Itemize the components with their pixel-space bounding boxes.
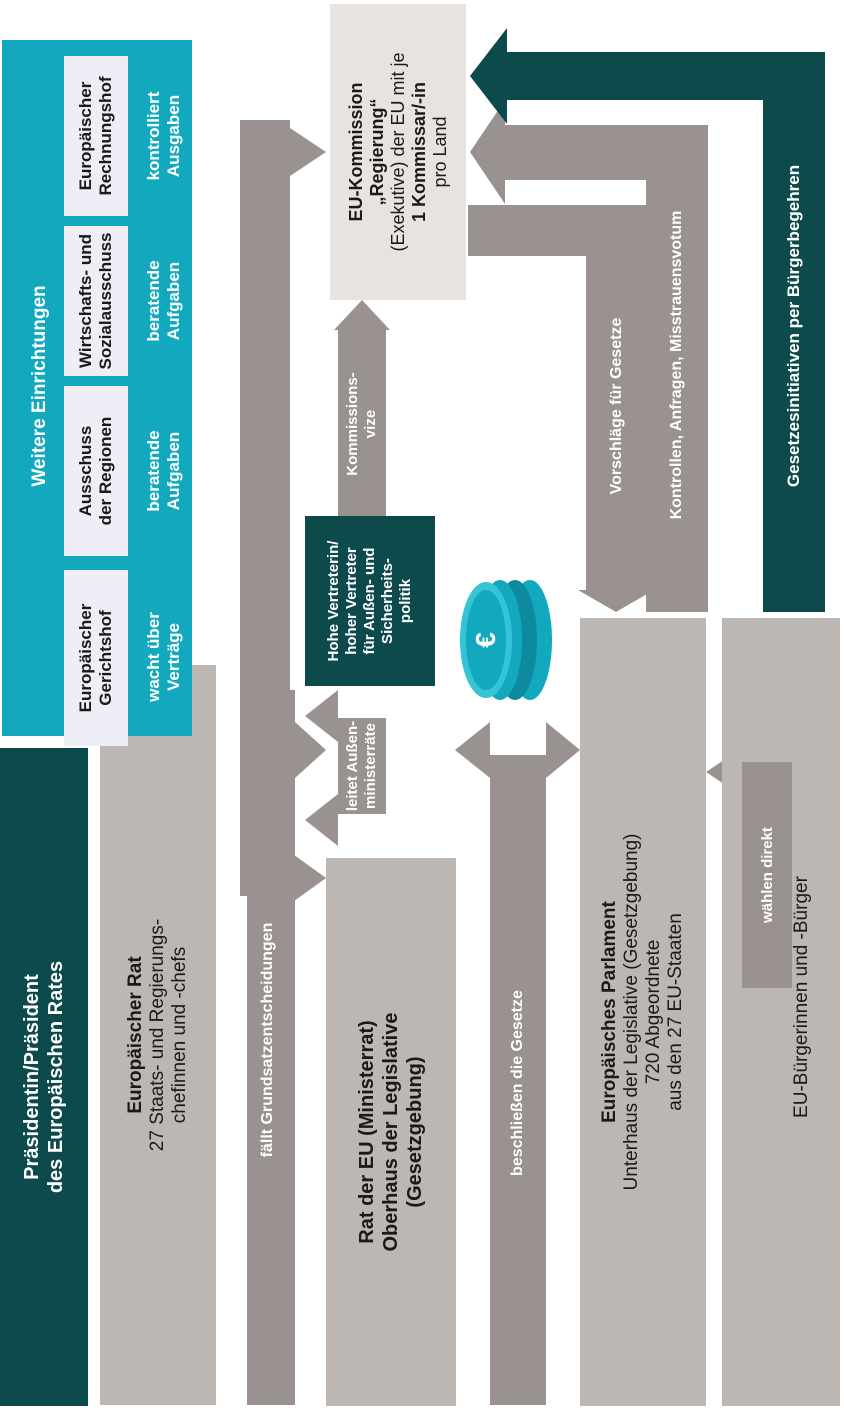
label-grundsatz: fällt Grundsatzentscheidungen [259,922,276,1158]
high-representative-box: Hohe Vertreterin/ hoher Vertreter für Au… [305,516,435,686]
council-eu-line1: Rat der EU (Ministerrat) [356,1020,378,1244]
euro-coin-icon [460,580,552,700]
institution-gerichtshof: Europäischer Gerichtshof [64,570,128,746]
task-regionen: beratende Aufgaben [144,430,183,512]
european-council-box: Europäischer Rat 27 Staats- und Regierun… [100,665,216,1405]
arrow-beschliessen [455,722,580,1405]
commission-sub: „Regierung“ [366,98,387,206]
further-heading: Weitere Einrichtungen [29,285,50,487]
high-rep-line1: Hohe Vertreterin/ [325,540,342,662]
commission-line1: (Exekutive) der EU mit je [387,52,408,252]
high-rep-line2: hoher Vertreter [343,547,360,655]
european-council-title: Europäischer Rat [125,956,146,1114]
president-box: Präsidentin/Präsident des Europäischen R… [0,748,88,1406]
president-line1: Präsidentin/Präsident [21,974,43,1180]
task-gerichtshof: wacht über Verträge [144,612,183,702]
arrow-leitet [305,690,386,846]
citizens-label: EU-Bürgerinnen und -Bürger [791,876,812,1118]
arrow-kontrollen [470,100,708,612]
parliament-line2: 720 Abgeordnete [643,939,664,1085]
commission-line3: pro Land [429,116,450,188]
commission-line2: 1 Kommissar/-in [408,81,429,223]
council-eu-box: Rat der EU (Ministerrat) Oberhaus der Le… [326,858,456,1406]
label-kontrollen: Kontrollen, Anfragen, Misstrauensvotum [668,210,685,520]
waehlen-box [742,762,792,988]
european-council-line1: 27 Staats- und Regierungs- [147,918,168,1152]
council-eu-line3: (Gesetzgebung) [404,1056,426,1208]
institution-wirtschaft: Wirtschafts- und Sozialausschuss [64,226,128,376]
citizens-box [722,618,840,1406]
label-leitet: leitet Außen- ministerräte [344,720,379,812]
arrow-buergerbegehren [470,28,825,612]
label-beschliessen: beschließen die Gesetze [509,990,526,1176]
euro-symbol: € [470,632,501,648]
arrow-kommissionsvize [334,300,390,516]
label-vorschlaege-right: Vorschläge für Gesetze [608,317,625,495]
high-rep-line3: für Außen- und [361,547,378,655]
label-kommissionsvize: Kommissions- vize [344,372,379,476]
high-rep-line5: politik [397,578,414,624]
parliament-line3: aus den 27 EU-Staaten [665,913,686,1111]
commission-title: EU-Kommission [345,82,366,222]
european-parliament-box: Europäisches Parlament Unterhaus der Leg… [580,618,706,1406]
task-rechnungshof: kontrolliert Ausgaben [144,91,183,181]
task-wirtschaft: beratende Aufgaben [144,260,183,342]
label-buergerbegehren: Gesetzesinitiativen per Bürgerbegehren [784,164,803,488]
parliament-line1: Unterhaus der Legislative (Gesetzgebung) [621,833,642,1191]
further-institutions-panel: Weitere Einrichtungen Europäischer Geric… [2,40,192,746]
arrow-vorschlaege-left [240,120,326,904]
arrow-vorschlaege-right [468,205,654,612]
parliament-title: Europäisches Parlament [599,901,620,1123]
president-line2: des Europäischen Rates [45,960,67,1194]
council-eu-line2: Oberhaus der Legislative [380,1012,402,1252]
institution-rechnungshof: Europäischer Rechnungshof [64,56,128,216]
institution-regionen: Ausschuss der Regionen [64,386,128,556]
european-council-line2: chefinnen und -chefs [169,946,190,1124]
eu-commission-box: EU-Kommission „Regierung“ (Exekutive) de… [330,4,466,300]
high-rep-line4: Sicherheits- [379,558,396,644]
